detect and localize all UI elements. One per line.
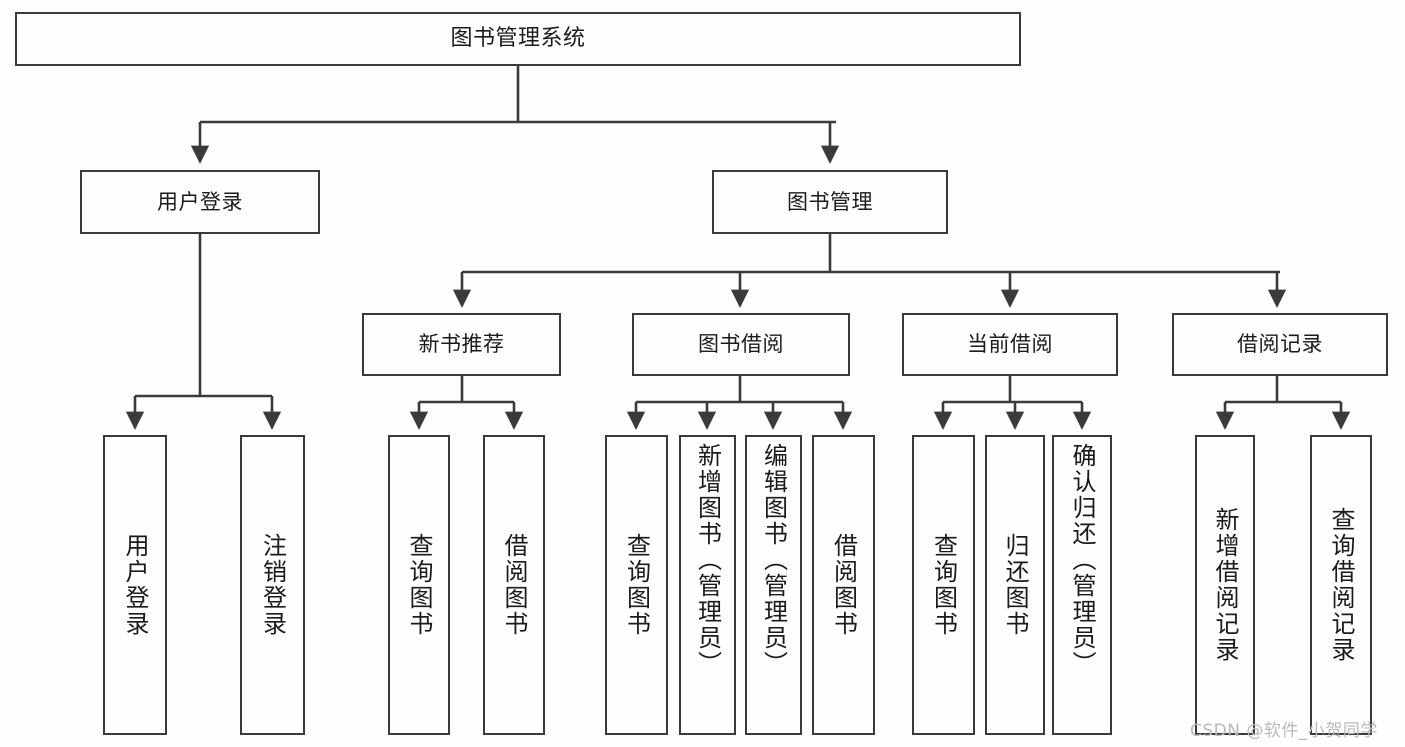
leaf-user-logout[interactable]: 注销登录 [240, 435, 305, 735]
node-label: 借阅图书 [500, 533, 528, 637]
leaf-borrow-book[interactable]: 借阅图书 [812, 435, 875, 735]
node-label: 图书管理系统 [450, 26, 586, 52]
node-label: 确认归还（管理员） [1068, 443, 1096, 677]
leaf-query-borrow-record[interactable]: 查询借阅记录 [1310, 435, 1372, 735]
leaf-query-book-recommend[interactable]: 查询图书 [388, 435, 450, 735]
leaf-add-borrow-record[interactable]: 新增借阅记录 [1195, 435, 1255, 735]
leaf-borrow-book-recommend[interactable]: 借阅图书 [483, 435, 545, 735]
node-label: 新增图书（管理员） [693, 443, 722, 677]
leaf-confirm-return-admin[interactable]: 确认归还（管理员） [1052, 435, 1112, 735]
node-label: 查询图书 [929, 533, 958, 637]
node-label: 图书管理 [787, 189, 873, 214]
leaf-query-book-current[interactable]: 查询图书 [912, 435, 975, 735]
leaf-user-login[interactable]: 用户登录 [103, 435, 167, 735]
node-label: 当前借阅 [967, 332, 1053, 357]
node-label: 注销登录 [258, 533, 287, 637]
node-user-login[interactable]: 用户登录 [80, 170, 320, 234]
node-label: 新增借阅记录 [1211, 507, 1239, 663]
node-label: 查询借阅记录 [1327, 507, 1355, 663]
node-new-book-recommend[interactable]: 新书推荐 [362, 313, 561, 376]
leaf-add-book-admin[interactable]: 新增图书（管理员） [679, 435, 736, 735]
csdn-watermark: CSDN @软件_小贺同学 [1190, 721, 1378, 741]
node-book-borrow[interactable]: 图书借阅 [632, 313, 850, 376]
node-label: 查询图书 [405, 533, 433, 637]
node-label: 用户登录 [121, 533, 149, 637]
leaf-return-book[interactable]: 归还图书 [985, 435, 1045, 735]
leaf-edit-book-admin[interactable]: 编辑图书（管理员） [745, 435, 802, 735]
node-label: 用户登录 [157, 189, 243, 214]
node-label: 编辑图书（管理员） [759, 443, 788, 677]
node-label: 借阅图书 [829, 533, 858, 637]
node-book-management[interactable]: 图书管理 [712, 170, 948, 234]
node-label: 归还图书 [1001, 533, 1029, 637]
node-label: 图书借阅 [698, 332, 784, 357]
leaf-query-book-borrow[interactable]: 查询图书 [605, 435, 668, 735]
node-current-borrow[interactable]: 当前借阅 [902, 313, 1118, 376]
node-label: 查询图书 [622, 533, 651, 637]
node-label: 借阅记录 [1237, 332, 1323, 357]
node-label: 新书推荐 [418, 332, 505, 357]
node-root-system[interactable]: 图书管理系统 [15, 12, 1021, 66]
node-borrow-record[interactable]: 借阅记录 [1172, 313, 1388, 376]
